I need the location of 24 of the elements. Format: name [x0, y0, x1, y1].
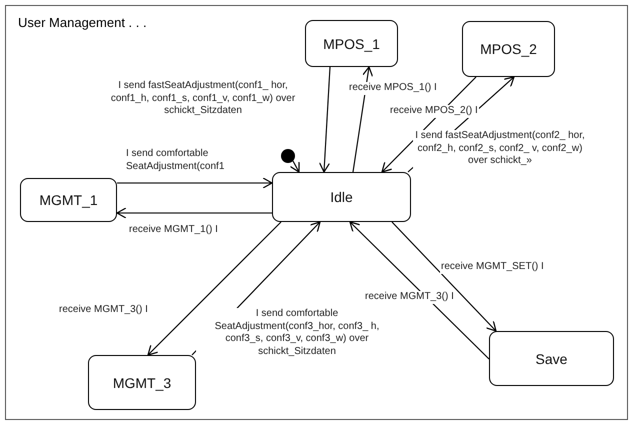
edge-label: receive MGMT_SET() I: [440, 261, 545, 274]
transition-arrow: [117, 177, 273, 189]
transition-arrow: [352, 66, 374, 172]
transition-arrow: [392, 222, 497, 332]
edge-label: receive MGMT_3() I: [58, 304, 149, 316]
edge-label: receive MPOS_2() I: [389, 105, 479, 118]
state-box: MPOS_2: [462, 21, 555, 77]
edge-label: receive MPOS_1() I: [348, 82, 438, 94]
diagram-frame: [5, 5, 628, 420]
transition-arrow: [349, 221, 490, 360]
edge-label: I send fastSeatAdjustment(conf2_ hor, conf2_h, conf2_s, conf2_ v, conf2_w) over schickt_»: [413, 130, 587, 168]
state-box: Idle: [272, 172, 411, 222]
transition-arrow: [290, 160, 300, 173]
frame-title: User Management . . .: [18, 15, 147, 30]
initial-state-dot: [281, 149, 295, 163]
edge-label: receive MGMT_3() I: [364, 291, 455, 304]
transition-arrow: [147, 222, 282, 356]
state-box: MGMT_3: [88, 355, 196, 410]
transition-arrow: [318, 66, 331, 173]
state-box: MGMT_1: [20, 178, 117, 222]
state-box: Save: [489, 331, 614, 386]
edge-label: receive MGMT_1() I: [128, 224, 219, 236]
transition-arrow: [116, 207, 272, 219]
state-box: MPOS_1: [305, 20, 398, 67]
